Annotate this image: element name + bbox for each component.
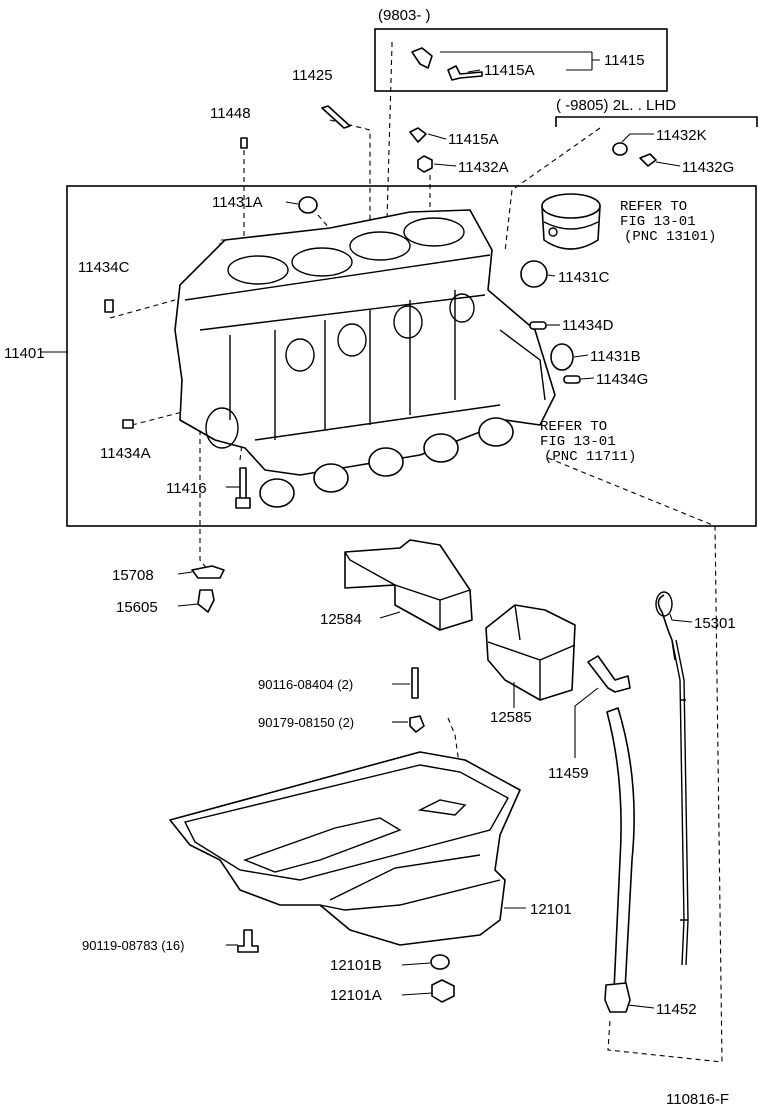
- piston-reference-line2: FIG 13-01: [620, 214, 696, 230]
- leader-line: [627, 1004, 655, 1009]
- label-15708: 15708: [112, 567, 154, 584]
- label-12585: 12585: [490, 709, 532, 726]
- crank-reference-line3: (PNC 11711): [544, 449, 636, 465]
- leader-line: [467, 69, 481, 73]
- piston-reference-part: [541, 193, 601, 250]
- crank-reference-line1: REFER TO: [540, 419, 607, 435]
- cylinder-block: [174, 209, 556, 476]
- label-90119-08783: 90119-08783 (16): [82, 938, 184, 953]
- label-11401: 11401: [4, 345, 45, 362]
- guide-line: [382, 42, 393, 361]
- lhd-condition-label: ( -9805) 2L. . LHD: [556, 97, 676, 114]
- pin-11434g: [563, 375, 581, 384]
- label-15605: 15605: [116, 599, 158, 616]
- dipstick-guide-11452: [604, 707, 635, 1013]
- date-range-frame: [374, 28, 668, 92]
- leader-line: [669, 613, 693, 623]
- oil-pan-12101: [169, 751, 521, 946]
- stud-11425: [321, 105, 351, 129]
- leader-line: [574, 687, 599, 758]
- pin-11434c: [104, 299, 114, 313]
- pin-11434d: [529, 321, 547, 330]
- figure-code: 110816-F: [666, 1091, 729, 1108]
- leader-line: [401, 992, 433, 996]
- bolt-11415a: [409, 127, 427, 143]
- label-11415a-top: 11415A: [484, 62, 535, 79]
- label-11431c: 11431C: [558, 269, 610, 286]
- label-12101a: 12101A: [330, 987, 382, 1004]
- label-11415: 11415: [604, 52, 645, 69]
- nut-90179: [409, 715, 425, 733]
- label-11434c: 11434C: [78, 259, 130, 276]
- label-11459: 11459: [548, 765, 589, 782]
- leader-line: [655, 161, 681, 167]
- bracket-15708: [191, 565, 225, 579]
- piston-reference-line1: REFER TO: [620, 199, 687, 215]
- crankshaft-bearings: [259, 417, 514, 508]
- label-11434d: 11434D: [562, 317, 614, 334]
- label-11415a: 11415A: [448, 131, 499, 148]
- label-12584: 12584: [320, 611, 362, 628]
- label-11432a: 11432A: [458, 159, 509, 176]
- label-11432g: 11432G: [682, 159, 734, 176]
- label-11416: 11416: [166, 480, 207, 497]
- gasket-12101b: [430, 954, 450, 970]
- label-11425: 11425: [292, 67, 333, 84]
- plug-15605: [197, 589, 215, 613]
- crank-reference-line2: FIG 13-01: [540, 434, 616, 450]
- plug-11432a: [417, 155, 433, 173]
- bolt-11416: [235, 467, 251, 509]
- guide-line: [109, 299, 176, 319]
- leader-line: [379, 611, 401, 619]
- cylinder-block-frame: [66, 185, 757, 527]
- plug-11431c: [520, 260, 548, 288]
- label-15301: 15301: [694, 615, 736, 632]
- sensor-11459: [587, 655, 631, 693]
- leader-line: [285, 201, 299, 205]
- pin-11434a: [122, 419, 134, 429]
- leader-line: [573, 354, 589, 358]
- label-90179-08150: 90179-08150 (2): [258, 715, 354, 730]
- date-range-label: (9803- ): [378, 7, 431, 24]
- leader-line: [580, 377, 595, 380]
- stiffener-12585: [485, 604, 576, 701]
- plug-11432k: [612, 142, 628, 156]
- leader-line: [401, 962, 431, 966]
- label-11452: 11452: [656, 1001, 697, 1018]
- baffle-12584: [344, 539, 473, 631]
- bolt-90119: [237, 929, 259, 953]
- label-90116-08404: 90116-08404 (2): [258, 677, 353, 692]
- leader-line: [566, 52, 600, 71]
- leader-line: [621, 133, 654, 143]
- lhd-bracket: [555, 116, 758, 127]
- leader-line: [427, 133, 447, 140]
- guide-line: [447, 717, 461, 771]
- leader-line: [433, 163, 457, 167]
- guide-line: [199, 430, 209, 571]
- plug-11432g: [639, 153, 657, 167]
- bolt-11415a-top-2: [447, 65, 483, 81]
- guide-line: [547, 457, 723, 1063]
- label-11448: 11448: [210, 105, 251, 122]
- stud-90116: [411, 667, 419, 699]
- label-12101b: 12101B: [330, 957, 382, 974]
- leader-line: [177, 571, 193, 575]
- label-11431b: 11431B: [590, 348, 641, 365]
- label-11432k: 11432K: [656, 127, 707, 144]
- plug-12101a: [431, 979, 455, 1003]
- label-11434g: 11434G: [596, 371, 648, 388]
- plug-11431b: [550, 343, 574, 371]
- leader-line: [177, 603, 199, 607]
- label-12101: 12101: [530, 901, 572, 918]
- plug-11448: [240, 137, 248, 149]
- leader-line: [547, 274, 556, 277]
- plug-11431a: [298, 196, 318, 214]
- label-11431a: 11431A: [212, 194, 263, 211]
- label-11434a: 11434A: [100, 445, 151, 462]
- bolt-11415a-top-1: [411, 47, 433, 69]
- oil-dipstick-15301: [655, 591, 689, 966]
- piston-reference-line3: (PNC 13101): [624, 229, 716, 245]
